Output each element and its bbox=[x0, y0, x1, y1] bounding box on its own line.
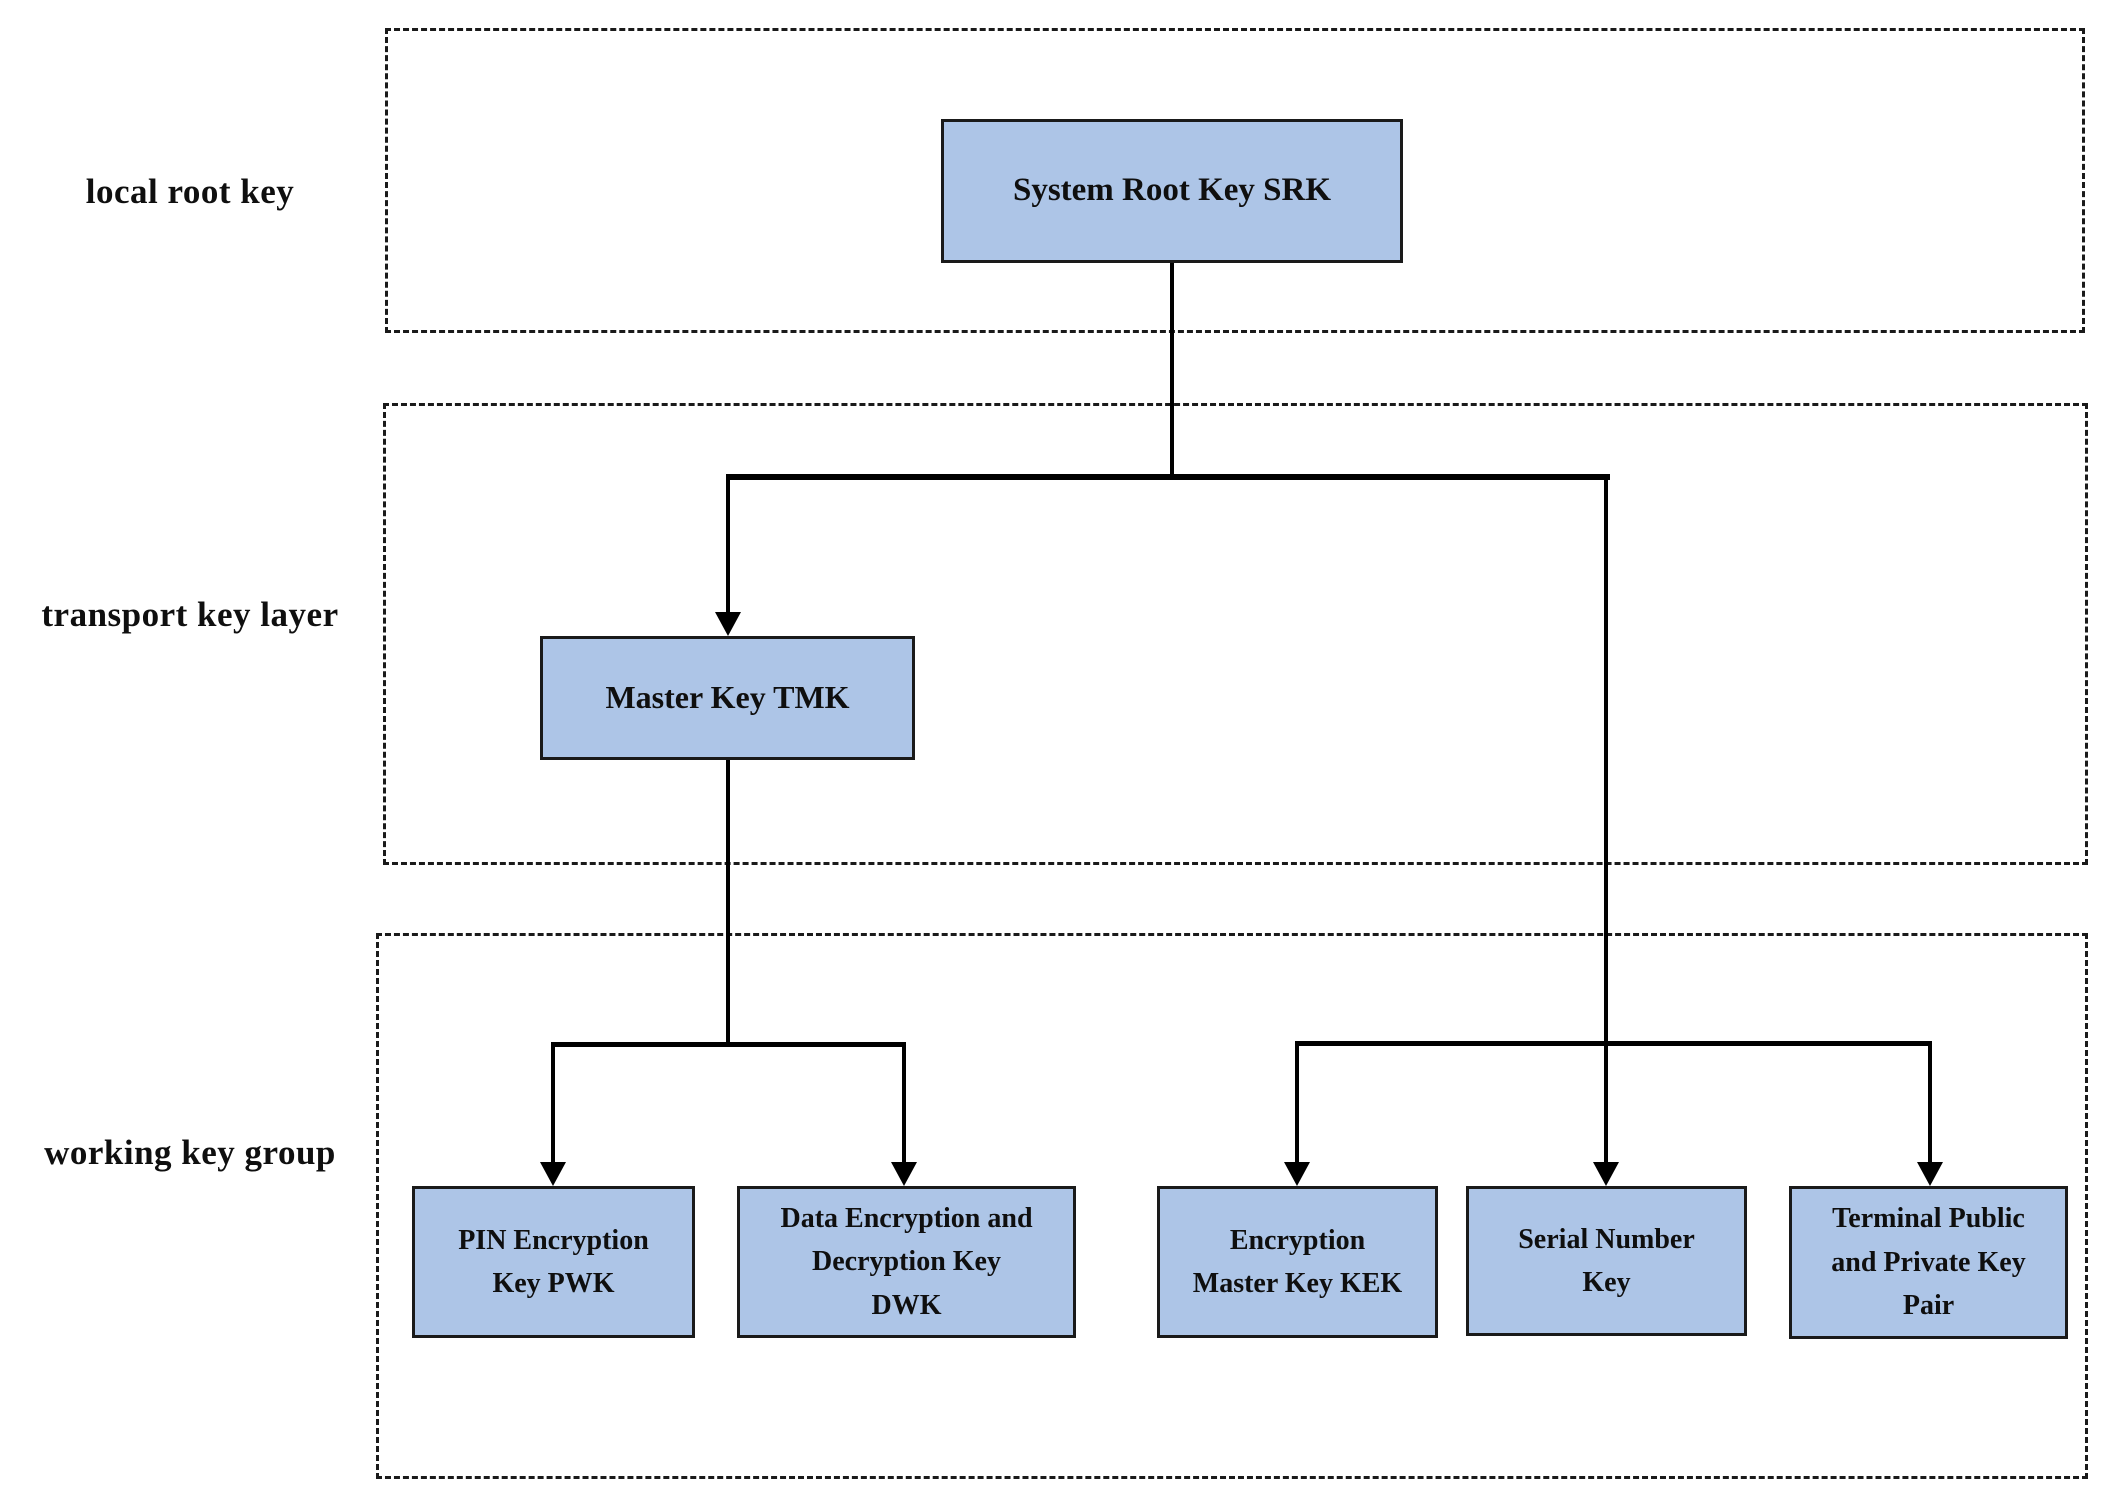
node-label: Key bbox=[1582, 1267, 1631, 1298]
node-label: Encryption bbox=[1229, 1224, 1366, 1256]
arrowhead-serial-number-key bbox=[1593, 1162, 1619, 1186]
arrowhead-pwk bbox=[540, 1162, 566, 1186]
node-serial-number-key: Serial Number Key bbox=[1466, 1186, 1747, 1336]
node-system-root-key-srk: System Root Key SRK bbox=[941, 119, 1403, 263]
node-label: Key PWK bbox=[492, 1268, 615, 1299]
layer-label-transport-key-layer: transport key layer bbox=[41, 595, 339, 634]
connector-drop-dwk bbox=[902, 1042, 906, 1164]
node-label: Terminal Public bbox=[1832, 1203, 2025, 1235]
layer-box-working-key-group bbox=[376, 933, 2088, 1479]
arrowhead-terminal-key-pair bbox=[1917, 1162, 1943, 1186]
node-label: Data Encryption and bbox=[780, 1202, 1033, 1234]
connector-srk-trunk bbox=[1170, 263, 1174, 477]
node-pin-encryption-key-pwk: PIN Encryption Key PWK bbox=[412, 1186, 695, 1338]
node-master-key-tmk: Master Key TMK bbox=[540, 636, 915, 760]
node-label: PIN Encryption bbox=[458, 1224, 649, 1256]
node-label: Master Key TMK bbox=[605, 679, 850, 716]
connector-drop-kek bbox=[1295, 1041, 1299, 1164]
node-label: Pair bbox=[1902, 1290, 1955, 1322]
layer-label-working-key-group: working key group bbox=[44, 1133, 336, 1172]
arrowhead-kek bbox=[1284, 1162, 1310, 1186]
node-label: Master Key KEK bbox=[1192, 1268, 1403, 1299]
node-label: Decryption Key bbox=[812, 1246, 1001, 1278]
node-label: Serial Number bbox=[1518, 1223, 1695, 1255]
node-terminal-public-private-key-pair: Terminal Public and Private Key Pair bbox=[1789, 1186, 2068, 1339]
node-label: and Private Key bbox=[1831, 1246, 2026, 1278]
connector-branch2-right-horizontal bbox=[1295, 1041, 1932, 1046]
connector-branch2-left-horizontal bbox=[551, 1042, 906, 1047]
connector-drop-serial-number-key bbox=[1604, 474, 1608, 1164]
connector-drop-tmk bbox=[726, 474, 730, 614]
node-encryption-master-key-kek: Encryption Master Key KEK bbox=[1157, 1186, 1438, 1338]
arrowhead-dwk bbox=[891, 1162, 917, 1186]
connector-drop-pwk bbox=[551, 1042, 555, 1164]
connector-branch1-horizontal bbox=[726, 474, 1610, 480]
node-label: System Root Key SRK bbox=[1012, 172, 1332, 209]
connector-drop-terminal-key-pair bbox=[1928, 1041, 1932, 1164]
connector-tmk-trunk bbox=[726, 758, 730, 1046]
arrowhead-tmk bbox=[715, 612, 741, 636]
layer-box-transport-key-layer bbox=[383, 403, 2088, 865]
layer-box-local-root-key bbox=[385, 28, 2085, 333]
layer-label-local-root-key: local root key bbox=[85, 172, 295, 211]
node-data-encryption-decryption-key-dwk: Data Encryption and Decryption Key DWK bbox=[737, 1186, 1076, 1338]
node-label: DWK bbox=[871, 1289, 942, 1321]
